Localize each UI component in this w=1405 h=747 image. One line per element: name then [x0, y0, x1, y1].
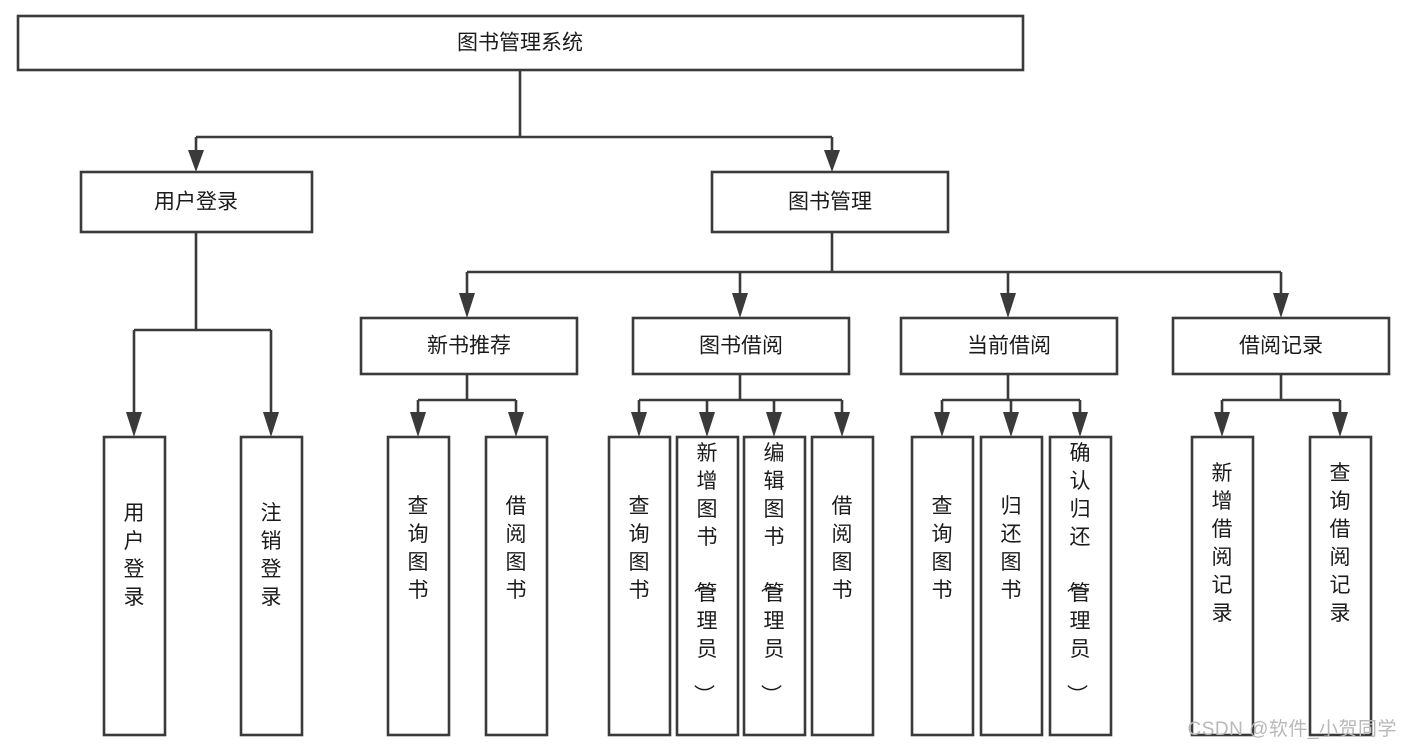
arrow-head-leaf-query-book-3: [934, 412, 950, 437]
arrow-head-leaf-query-book-1: [410, 412, 426, 437]
node-leaf-query-book-1[interactable]: 查询图书: [386, 435, 451, 737]
node-leaf-add-record-label: 新增借阅记录: [1212, 462, 1233, 625]
node-leaf-query-book-1-label: 查询图书: [408, 495, 429, 602]
node-new-book-rec[interactable]: 新书推荐: [359, 316, 579, 376]
node-leaf-logout-label: 注销登录: [261, 502, 282, 609]
node-leaf-confirm-return[interactable]: 确认归还（管理员）: [1048, 435, 1113, 737]
node-leaf-query-record[interactable]: 查询借阅记录: [1308, 435, 1373, 737]
node-root[interactable]: 图书管理系统: [16, 14, 1025, 72]
arrow-head-current-borrow: [1000, 293, 1016, 318]
node-leaf-user-login-box[interactable]: [102, 435, 167, 737]
node-leaf-query-record-box[interactable]: [1308, 435, 1373, 737]
arrow-head-book-manage: [824, 150, 840, 172]
connector-layer: [126, 70, 1348, 437]
node-user-login[interactable]: 用户登录: [79, 170, 314, 234]
arrow-head-book-borrow: [732, 293, 748, 318]
arrow-head-leaf-query-book-2: [631, 412, 647, 437]
node-current-borrow-box[interactable]: [899, 316, 1119, 376]
node-leaf-add-book[interactable]: 新增图书（管理员）: [675, 435, 740, 737]
arrow-head-leaf-borrow-book-2: [834, 412, 850, 437]
node-leaf-borrow-book-2-label: 借阅图书: [832, 495, 853, 602]
node-leaf-return-book-label: 归还图书: [1001, 495, 1022, 602]
node-leaf-query-book-3-box[interactable]: [910, 435, 975, 737]
node-leaf-add-record[interactable]: 新增借阅记录: [1190, 435, 1255, 737]
node-leaf-query-book-2-box[interactable]: [607, 435, 672, 737]
node-current-borrow-label: 当前借阅: [967, 335, 1051, 358]
node-leaf-confirm-return-box[interactable]: [1048, 435, 1113, 737]
arrow-head-leaf-confirm-return: [1072, 412, 1088, 437]
node-new-book-rec-label: 新书推荐: [427, 335, 511, 358]
node-borrow-record-box[interactable]: [1171, 316, 1391, 376]
node-leaf-query-record-label: 查询借阅记录: [1330, 462, 1351, 625]
node-leaf-borrow-book-2[interactable]: 借阅图书: [810, 435, 875, 737]
node-leaf-confirm-return-label: 确认归还（管理员）: [1065, 442, 1091, 705]
arrow-head-leaf-add-record: [1214, 412, 1230, 437]
node-leaf-add-record-box[interactable]: [1190, 435, 1255, 737]
node-root-box[interactable]: [16, 14, 1025, 72]
arrow-head-leaf-add-book: [699, 412, 715, 437]
node-leaf-logout[interactable]: 注销登录: [239, 435, 304, 737]
node-new-book-rec-box[interactable]: [359, 316, 579, 376]
arrow-head-leaf-return-book: [1003, 412, 1019, 437]
node-leaf-query-book-3[interactable]: 查询图书: [910, 435, 975, 737]
node-book-manage-label: 图书管理: [788, 191, 872, 214]
arrow-head-new-book-rec: [459, 293, 475, 318]
arrow-head-leaf-edit-book: [766, 412, 782, 437]
arrow-head-user-login: [188, 150, 204, 172]
node-book-borrow[interactable]: 图书借阅: [631, 316, 851, 376]
node-book-borrow-label: 图书借阅: [699, 335, 783, 358]
node-leaf-user-login-label: 用户登录: [124, 502, 145, 609]
node-leaf-add-book-box[interactable]: [675, 435, 740, 737]
node-leaf-query-book-2[interactable]: 查询图书: [607, 435, 672, 737]
node-book-borrow-box[interactable]: [631, 316, 851, 376]
node-leaf-query-book-3-label: 查询图书: [932, 495, 953, 602]
node-leaf-edit-book-box[interactable]: [742, 435, 807, 737]
node-book-manage-box[interactable]: [710, 170, 950, 234]
node-leaf-return-book-box[interactable]: [979, 435, 1044, 737]
arrow-head-leaf-query-record: [1332, 412, 1348, 437]
node-leaf-edit-book[interactable]: 编辑图书（管理员）: [742, 435, 807, 737]
watermark-text: CSDN @软件_小贺同学: [1187, 719, 1397, 740]
node-leaf-borrow-book-2-box[interactable]: [810, 435, 875, 737]
node-leaf-edit-book-label: 编辑图书（管理员）: [759, 442, 785, 705]
node-leaf-borrow-book-1-box[interactable]: [484, 435, 549, 737]
node-borrow-record-label: 借阅记录: [1239, 335, 1323, 358]
node-user-login-label: 用户登录: [154, 191, 238, 214]
node-current-borrow[interactable]: 当前借阅: [899, 316, 1119, 376]
node-book-manage[interactable]: 图书管理: [710, 170, 950, 234]
arrow-head-leaf-borrow-book-1: [508, 412, 524, 437]
node-leaf-borrow-book-1[interactable]: 借阅图书: [484, 435, 549, 737]
arrow-head-borrow-record: [1273, 293, 1289, 318]
node-leaf-return-book[interactable]: 归还图书: [979, 435, 1044, 737]
arrow-head-leaf-logout: [263, 412, 279, 437]
node-leaf-user-login[interactable]: 用户登录: [102, 435, 167, 737]
node-leaf-query-book-2-label: 查询图书: [629, 495, 650, 602]
node-user-login-box[interactable]: [79, 170, 314, 234]
node-leaf-query-book-1-box[interactable]: [386, 435, 451, 737]
node-leaf-borrow-book-1-label: 借阅图书: [506, 495, 527, 602]
node-borrow-record[interactable]: 借阅记录: [1171, 316, 1391, 376]
node-leaf-logout-box[interactable]: [239, 435, 304, 737]
arrow-head-leaf-user-login: [126, 412, 142, 437]
node-leaf-add-book-label: 新增图书（管理员）: [692, 442, 718, 705]
node-root-label: 图书管理系统: [457, 32, 583, 55]
